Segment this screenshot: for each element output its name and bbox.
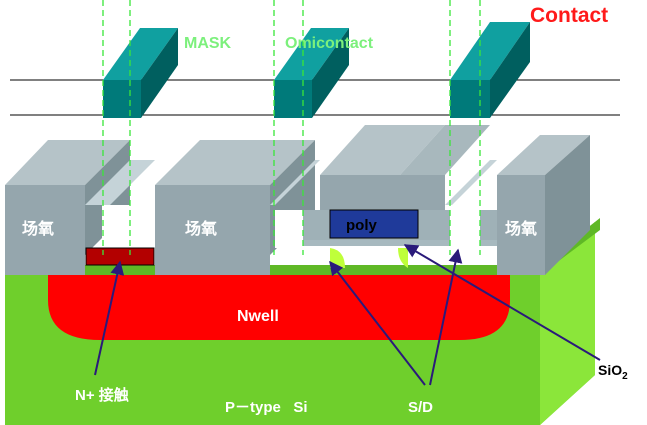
- mask-label: MASK: [184, 35, 232, 52]
- source-arrow: [329, 260, 426, 386]
- substrate-label: P－type Si: [225, 399, 308, 416]
- gate-oxide-layer: [300, 238, 500, 246]
- nwell-label: Nwell: [237, 308, 279, 325]
- source-drain-label: S/D: [408, 399, 433, 416]
- opening-oxide-2: [270, 160, 320, 205]
- n-plus-arrow: [94, 260, 125, 376]
- contact-opening-source: [275, 210, 303, 248]
- sio2-main: SiO: [598, 362, 622, 378]
- field-oxide-label-1: 场氧: [22, 219, 54, 238]
- contact-opening-drain: [450, 210, 480, 248]
- mask-block-3: [450, 22, 530, 118]
- alignment-guides: [102, 0, 481, 255]
- mask-block-2: [274, 28, 349, 118]
- nwell-region: [48, 275, 510, 340]
- field-oxide-label-3: 场氧: [505, 219, 537, 238]
- opening-oxide-3: [445, 160, 497, 205]
- diagram-title: Contact: [530, 4, 608, 27]
- poly-gate: [329, 209, 419, 239]
- sio2-subscript: 2: [622, 371, 628, 382]
- mask-block-1: [103, 28, 178, 118]
- ohmic-contact-label: Omicontact: [285, 35, 374, 52]
- poly-label: poly: [346, 217, 377, 234]
- field-oxide-block-2: [155, 140, 315, 275]
- sio2-arrow: [403, 244, 601, 361]
- n-plus-contact-label: N+ 接触: [75, 386, 129, 404]
- contact-opening-n-plus: [102, 205, 132, 250]
- field-oxide-block-3: [497, 135, 590, 275]
- annotation-arrows: [94, 244, 601, 386]
- field-oxide-label-2: 场氧: [185, 219, 217, 238]
- sio2-label: SiO2: [598, 362, 628, 382]
